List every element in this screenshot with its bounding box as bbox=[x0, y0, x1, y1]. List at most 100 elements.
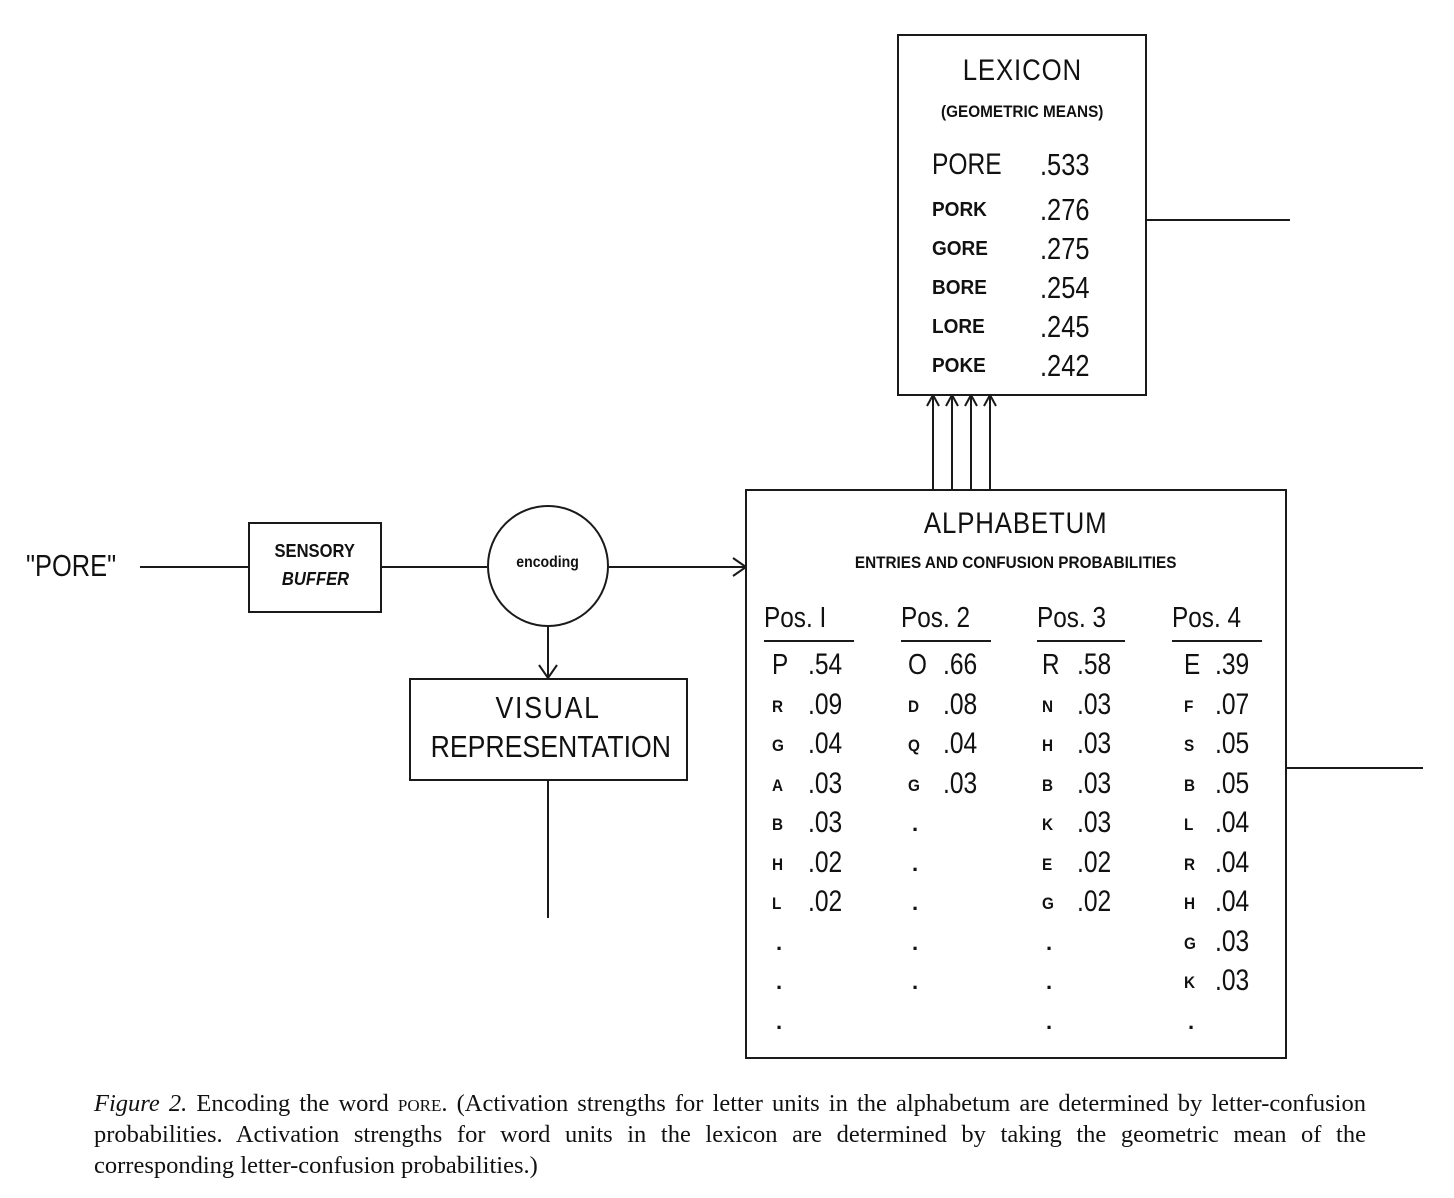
alphabetum-probability: .05 bbox=[1215, 727, 1250, 760]
alphabetum-probability: .07 bbox=[1215, 687, 1250, 721]
sensory-buffer-line2: BUFFER bbox=[281, 569, 349, 589]
lexicon-value: .242 bbox=[1040, 348, 1090, 383]
continuation-dot: . bbox=[912, 929, 919, 955]
position-header: Pos. 2 bbox=[901, 602, 971, 634]
alphabetum-probability: .03 bbox=[1077, 727, 1112, 760]
alphabetum-probability: .02 bbox=[808, 885, 843, 918]
alphabetum-probability: .03 bbox=[1215, 964, 1250, 997]
position-header: Pos. 3 bbox=[1037, 602, 1107, 634]
alphabetum-probability: .03 bbox=[1215, 924, 1250, 958]
alphabetum-letter: E bbox=[1184, 649, 1201, 681]
alphabetum-probability: .03 bbox=[1077, 766, 1112, 800]
alphabetum-probability: .54 bbox=[808, 648, 843, 681]
input-word: "PORE" bbox=[26, 548, 117, 583]
position-header-underline bbox=[1172, 640, 1262, 642]
caption-word: pore bbox=[397, 1090, 442, 1117]
continuation-dot: . bbox=[912, 811, 919, 836]
alphabetum-letter: L bbox=[772, 894, 782, 913]
alphabetum-letter: B bbox=[1184, 775, 1196, 795]
alphabetum-probability: .66 bbox=[943, 648, 978, 681]
lexicon-word: LORE bbox=[932, 316, 985, 338]
alphabetum-letter: L bbox=[1184, 815, 1194, 834]
alphabetum-probability: .09 bbox=[808, 687, 843, 721]
alphabetum-probability: .02 bbox=[1077, 845, 1112, 879]
continuation-dot: . bbox=[1046, 969, 1053, 994]
alphabetum-letter: Q bbox=[908, 736, 920, 755]
sensory-buffer-box: SENSORY BUFFER bbox=[248, 522, 382, 613]
alphabetum-letter: R bbox=[1042, 649, 1060, 681]
alphabetum-probability: .04 bbox=[1215, 885, 1250, 918]
position-header: Pos. I bbox=[764, 602, 827, 634]
lexicon-value: .275 bbox=[1040, 231, 1090, 266]
encoding-label: encoding bbox=[516, 554, 580, 571]
alphabetum-letter: B bbox=[772, 815, 784, 834]
alphabetum-probability: .04 bbox=[943, 727, 978, 760]
caption-text-before: Encoding the word bbox=[187, 1090, 398, 1117]
alphabetum-probability: .03 bbox=[943, 766, 978, 800]
alphabetum-letter: G bbox=[908, 775, 920, 795]
continuation-dot: . bbox=[912, 850, 919, 876]
alphabetum-probability: .58 bbox=[1077, 648, 1112, 681]
lexicon-subtitle: (GEOMETRIC MEANS) bbox=[940, 102, 1104, 121]
encoding-circle bbox=[487, 505, 609, 627]
alphabetum-letter: A bbox=[772, 775, 784, 795]
alphabetum-probability: .03 bbox=[1077, 687, 1112, 721]
alphabetum-probability: .02 bbox=[1077, 885, 1112, 918]
position-header-underline bbox=[901, 640, 991, 642]
alphabetum-letter: H bbox=[1184, 894, 1196, 913]
caption-text-after: . (Activation strengths for letter units… bbox=[94, 1090, 1366, 1179]
lexicon-box: LEXICON (GEOMETRIC MEANS) bbox=[897, 34, 1147, 396]
continuation-dot: . bbox=[912, 890, 919, 915]
alphabetum-probability: .04 bbox=[808, 727, 843, 760]
lexicon-word: PORK bbox=[932, 199, 987, 221]
alphabetum-letter: D bbox=[908, 696, 920, 716]
alphabetum-probability: .03 bbox=[808, 806, 843, 839]
alphabetum-probability: .03 bbox=[808, 766, 843, 800]
alphabetum-title: ALPHABETUM bbox=[924, 507, 1108, 540]
lexicon-word: POKE bbox=[932, 355, 986, 377]
continuation-dot: . bbox=[776, 969, 783, 994]
continuation-dot: . bbox=[1046, 929, 1053, 955]
alphabetum-letter: H bbox=[772, 854, 784, 874]
alphabetum-letter: K bbox=[1184, 973, 1196, 992]
continuation-dot: . bbox=[1046, 1008, 1053, 1034]
alphabetum-probability: .05 bbox=[1215, 766, 1250, 800]
continuation-dot: . bbox=[776, 1008, 783, 1034]
position-header-underline bbox=[764, 640, 854, 642]
alphabetum-probability: .03 bbox=[1077, 806, 1112, 839]
alphabetum-box: ALPHABETUM ENTRIES AND CONFUSION PROBABI… bbox=[745, 489, 1287, 1059]
alphabetum-letter: P bbox=[772, 649, 789, 681]
figure-caption: Figure 2. Encoding the word pore. (Activ… bbox=[94, 1088, 1366, 1181]
continuation-dot: . bbox=[912, 969, 919, 994]
lexicon-value: .245 bbox=[1040, 309, 1090, 344]
caption-label: Figure 2. bbox=[94, 1090, 188, 1117]
continuation-dot: . bbox=[1188, 1008, 1195, 1034]
lexicon-value: .276 bbox=[1040, 192, 1090, 227]
alphabetum-subtitle: ENTRIES AND CONFUSION PROBABILITIES bbox=[855, 553, 1177, 572]
alphabetum-probability: .02 bbox=[808, 845, 843, 879]
visual-line1: VISUAL bbox=[495, 690, 602, 725]
alphabetum-probability: .39 bbox=[1215, 648, 1250, 681]
alphabetum-probability: .04 bbox=[1215, 806, 1250, 839]
lexicon-title: LEXICON bbox=[962, 54, 1082, 87]
position-header-underline bbox=[1037, 640, 1125, 642]
alphabetum-letter: G bbox=[1042, 894, 1054, 913]
position-header: Pos. 4 bbox=[1172, 602, 1242, 634]
alphabetum-letter: K bbox=[1042, 815, 1054, 834]
alphabetum-letter: F bbox=[1184, 696, 1194, 716]
alphabetum-letter: R bbox=[1184, 854, 1196, 874]
alphabetum-letter: S bbox=[1184, 736, 1195, 755]
continuation-dot: . bbox=[776, 929, 783, 955]
alphabetum-letter: H bbox=[1042, 736, 1054, 755]
alphabetum-letter: N bbox=[1042, 696, 1054, 716]
sensory-buffer-line1: SENSORY bbox=[274, 541, 356, 561]
lexicon-value: .533 bbox=[1040, 147, 1090, 182]
alphabetum-letter: B bbox=[1042, 775, 1054, 795]
alphabetum-letter: G bbox=[1184, 933, 1196, 953]
alphabetum-letter: O bbox=[908, 649, 927, 681]
lexicon-word: PORE bbox=[932, 148, 1002, 181]
alphabetum-letter: G bbox=[772, 736, 784, 755]
alphabetum-letter: R bbox=[772, 696, 784, 716]
lexicon-value: .254 bbox=[1040, 270, 1090, 305]
visual-representation-box: VISUAL REPRESENTATION bbox=[409, 678, 688, 781]
